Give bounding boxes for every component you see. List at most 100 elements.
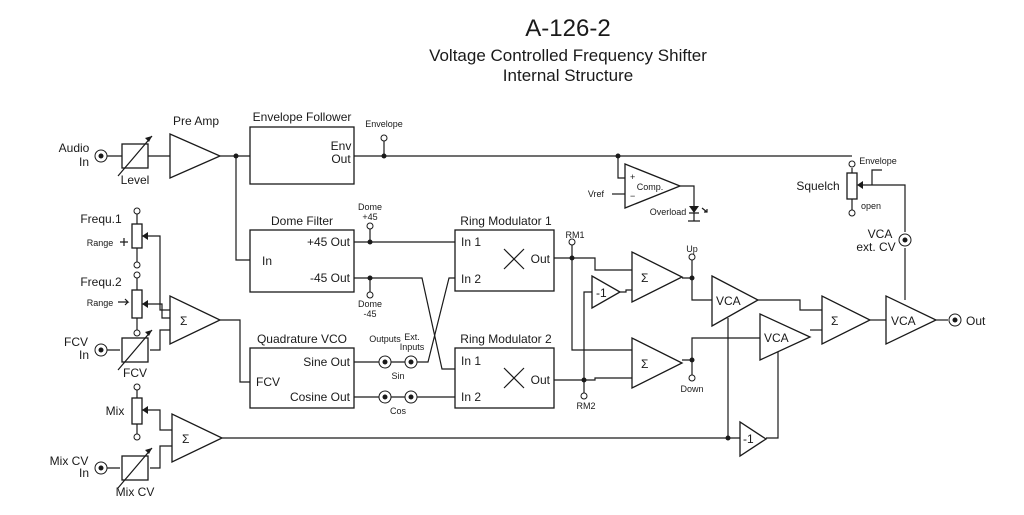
squelch-potentiometer[interactable] [846, 172, 863, 200]
dome-filter-label: Dome Filter [271, 214, 333, 228]
env-out-label: Out [331, 152, 351, 166]
vca2-label: VCA [764, 331, 789, 345]
rm2-in1-label: In 1 [461, 354, 481, 368]
comp-minus-sign: − [630, 191, 635, 201]
diagram-subtitle-line2: Internal Structure [503, 66, 633, 85]
mix-cv-potentiometer[interactable] [117, 447, 153, 489]
dome-plus45-label-1: Dome [358, 202, 382, 212]
rm2-label: RM2 [576, 401, 595, 411]
down-label: Down [680, 384, 703, 394]
lower-summer-sigma: Σ [641, 357, 648, 371]
final-summer-triangle [821, 294, 872, 346]
overload-led-icon [688, 206, 708, 222]
comp-plus-sign: + [630, 172, 635, 182]
frequ2-label: Frequ.2 [80, 275, 122, 289]
minus1-top-label: -1 [596, 286, 607, 300]
vca2-triangle [759, 312, 812, 362]
output-vca-triangle [885, 294, 938, 346]
frequ1-label: Frequ.1 [80, 212, 122, 226]
ext-label: Ext. [404, 332, 420, 342]
vca-ext-cv-label-2: ext. CV [856, 240, 895, 254]
audio-in-label: In [79, 155, 89, 169]
fcv-in-jack[interactable] [94, 343, 108, 357]
env-label: Env [331, 139, 352, 153]
range1-label: Range [87, 238, 114, 248]
rm1-out-label: Out [531, 252, 551, 266]
open-label: open [861, 201, 881, 211]
junctions [233, 153, 731, 441]
range1-arrow-icon [120, 238, 128, 246]
dome-minus45-label-1: Dome [358, 299, 382, 309]
plus45-out-label: +45 Out [307, 235, 351, 249]
ring-modulator-2-box [454, 347, 555, 409]
level-potentiometer[interactable] [117, 135, 153, 177]
sin-label: Sin [391, 371, 404, 381]
pre-amp-label: Pre Amp [173, 114, 219, 128]
frequ1-potentiometer[interactable] [131, 223, 148, 249]
sin-ext-input-jack[interactable] [404, 355, 418, 369]
cosine-out-label: Cosine Out [290, 390, 351, 404]
minus1-bottom-label: -1 [743, 432, 754, 446]
cos-ext-input-jack[interactable] [404, 390, 418, 404]
upper-summer-triangle [631, 250, 684, 304]
overload-label: Overload [650, 207, 687, 217]
envelope-follower-box [249, 126, 355, 185]
range2-label: Range [87, 298, 114, 308]
inputs-label: Inputs [400, 342, 425, 352]
outputs-label: Outputs [369, 334, 401, 344]
diagram-title: A-126-2 [525, 15, 610, 42]
cos-label: Cos [390, 406, 407, 416]
mix-label: Mix [106, 404, 125, 418]
ring-mod-2-label: Ring Modulator 2 [460, 332, 552, 346]
ring-mod-2-cross-icon [503, 367, 525, 389]
upper-summer-sigma: Σ [641, 271, 648, 285]
audio-in-jack[interactable] [94, 149, 108, 163]
envelope-right-label: Envelope [859, 156, 897, 166]
final-summer-sigma: Σ [831, 314, 838, 328]
minus1-top-triangle [591, 274, 622, 310]
out-jack[interactable] [948, 313, 962, 327]
cos-output-jack[interactable] [378, 390, 392, 404]
rm1-in2-label: In 2 [461, 272, 481, 286]
envelope-top-label: Envelope [365, 119, 403, 129]
test-points [133, 134, 856, 441]
lower-summer-triangle [631, 336, 684, 390]
vca-out-label: VCA [891, 314, 916, 328]
minus45-out-label: -45 Out [310, 271, 351, 285]
fcv-pot-label: FCV [123, 366, 147, 380]
ring-modulator-1-box [454, 229, 555, 292]
rm1-label: RM1 [565, 230, 584, 240]
mix-cv-in-label: In [79, 466, 89, 480]
range2-arrow-icon [118, 298, 130, 306]
ring-mod-1-cross-icon [503, 248, 525, 270]
fcv-label: FCV [64, 335, 88, 349]
vco-fcv-label: FCV [256, 375, 280, 389]
rm2-out-label: Out [531, 373, 551, 387]
quadrature-vco-box [249, 347, 355, 409]
dome-plus45-label-2: +45 [362, 212, 377, 222]
vca1-label: VCA [716, 294, 741, 308]
audio-label: Audio [59, 141, 90, 155]
sin-output-jack[interactable] [378, 355, 392, 369]
mix-summer-sigma: Σ [182, 432, 189, 446]
fcv-potentiometer[interactable] [117, 329, 153, 371]
vref-label: Vref [588, 189, 605, 199]
out-label: Out [966, 314, 986, 328]
mix-cv-in-jack[interactable] [94, 461, 108, 475]
dome-filter-box [249, 229, 355, 293]
envelope-follower-label: Envelope Follower [253, 110, 352, 124]
pre-amp-triangle [169, 133, 222, 179]
quadrature-vco-label: Quadrature VCO [257, 332, 347, 346]
dome-minus45-label-2: -45 [363, 309, 376, 319]
minus1-bottom-triangle [739, 420, 768, 458]
level-label: Level [121, 173, 150, 187]
diagram-subtitle-line1: Voltage Controlled Frequency Shifter [429, 46, 707, 65]
dome-in-label: In [262, 254, 272, 268]
squelch-label: Squelch [796, 179, 839, 193]
mix-potentiometer[interactable] [131, 397, 148, 425]
frequ2-potentiometer[interactable] [131, 289, 148, 319]
vca-ext-cv-jack[interactable] [898, 233, 912, 247]
cv-summer-sigma: Σ [180, 314, 187, 328]
comparator-triangle [624, 163, 682, 209]
